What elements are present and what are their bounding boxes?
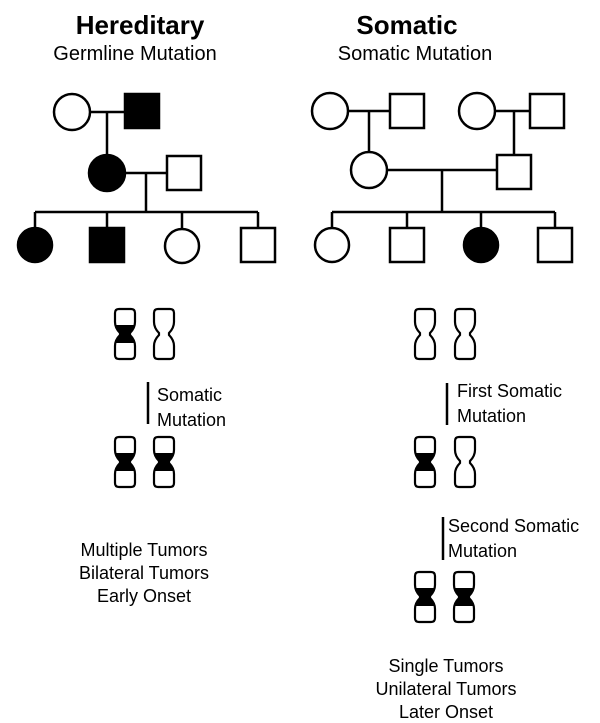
affected-male [88,226,126,264]
unaffected-female [52,92,92,132]
somatic-chromosomes: First Somatic Mutation Second Somatic Mu… [413,307,579,624]
first-somatic-mutation-label-line2: Mutation [457,406,526,426]
chromosome-normal [453,435,477,489]
unaffected-male [388,92,426,130]
unaffected-male [165,154,203,192]
hereditary-outcome-1: Multiple Tumors [80,540,207,560]
somatic-outcome-3: Later Onset [399,702,493,722]
second-somatic-mutation-label-line2: Mutation [448,541,517,561]
affected-male [123,92,161,130]
somatic-title: Somatic [356,10,457,40]
somatic-outcome-2: Unilateral Tumors [375,679,516,699]
unaffected-female [313,226,351,264]
somatic-pedigree [310,91,574,264]
unaffected-male [495,153,533,191]
unaffected-female [457,91,497,131]
chromosome-mutated [152,435,176,489]
affected-female [462,226,500,264]
chromosome-mutated [413,435,437,489]
unaffected-female [310,91,350,131]
hereditary-chromosomes: Somatic Mutation [113,307,226,489]
chromosome-normal [152,307,176,361]
second-somatic-mutation-label-line1: Second Somatic [448,516,579,536]
chromosome-normal [453,307,477,361]
unaffected-male [528,92,566,130]
unaffected-female [349,150,389,190]
somatic-mutation-label-line1: Somatic [157,385,222,405]
chromosome-normal [413,307,437,361]
hereditary-outcome-3: Early Onset [97,586,191,606]
affected-female [87,153,127,193]
chromosome-mutated [413,570,437,624]
affected-female [16,226,54,264]
hereditary-pedigree [16,92,277,265]
somatic-outcome-1: Single Tumors [388,656,503,676]
hereditary-title: Hereditary [76,10,205,40]
unaffected-male [388,226,426,264]
unaffected-female [163,227,201,265]
hereditary-subtitle: Germline Mutation [53,43,216,65]
chromosome-mutated [113,435,137,489]
unaffected-male [536,226,574,264]
first-somatic-mutation-label-line1: First Somatic [457,381,562,401]
unaffected-male [239,226,277,264]
somatic-subtitle: Somatic Mutation [338,43,493,65]
hereditary-outcome-2: Bilateral Tumors [79,563,209,583]
chromosome-mutated [452,570,476,624]
chromosome-mutated [113,307,137,361]
somatic-mutation-label-line2: Mutation [157,410,226,430]
